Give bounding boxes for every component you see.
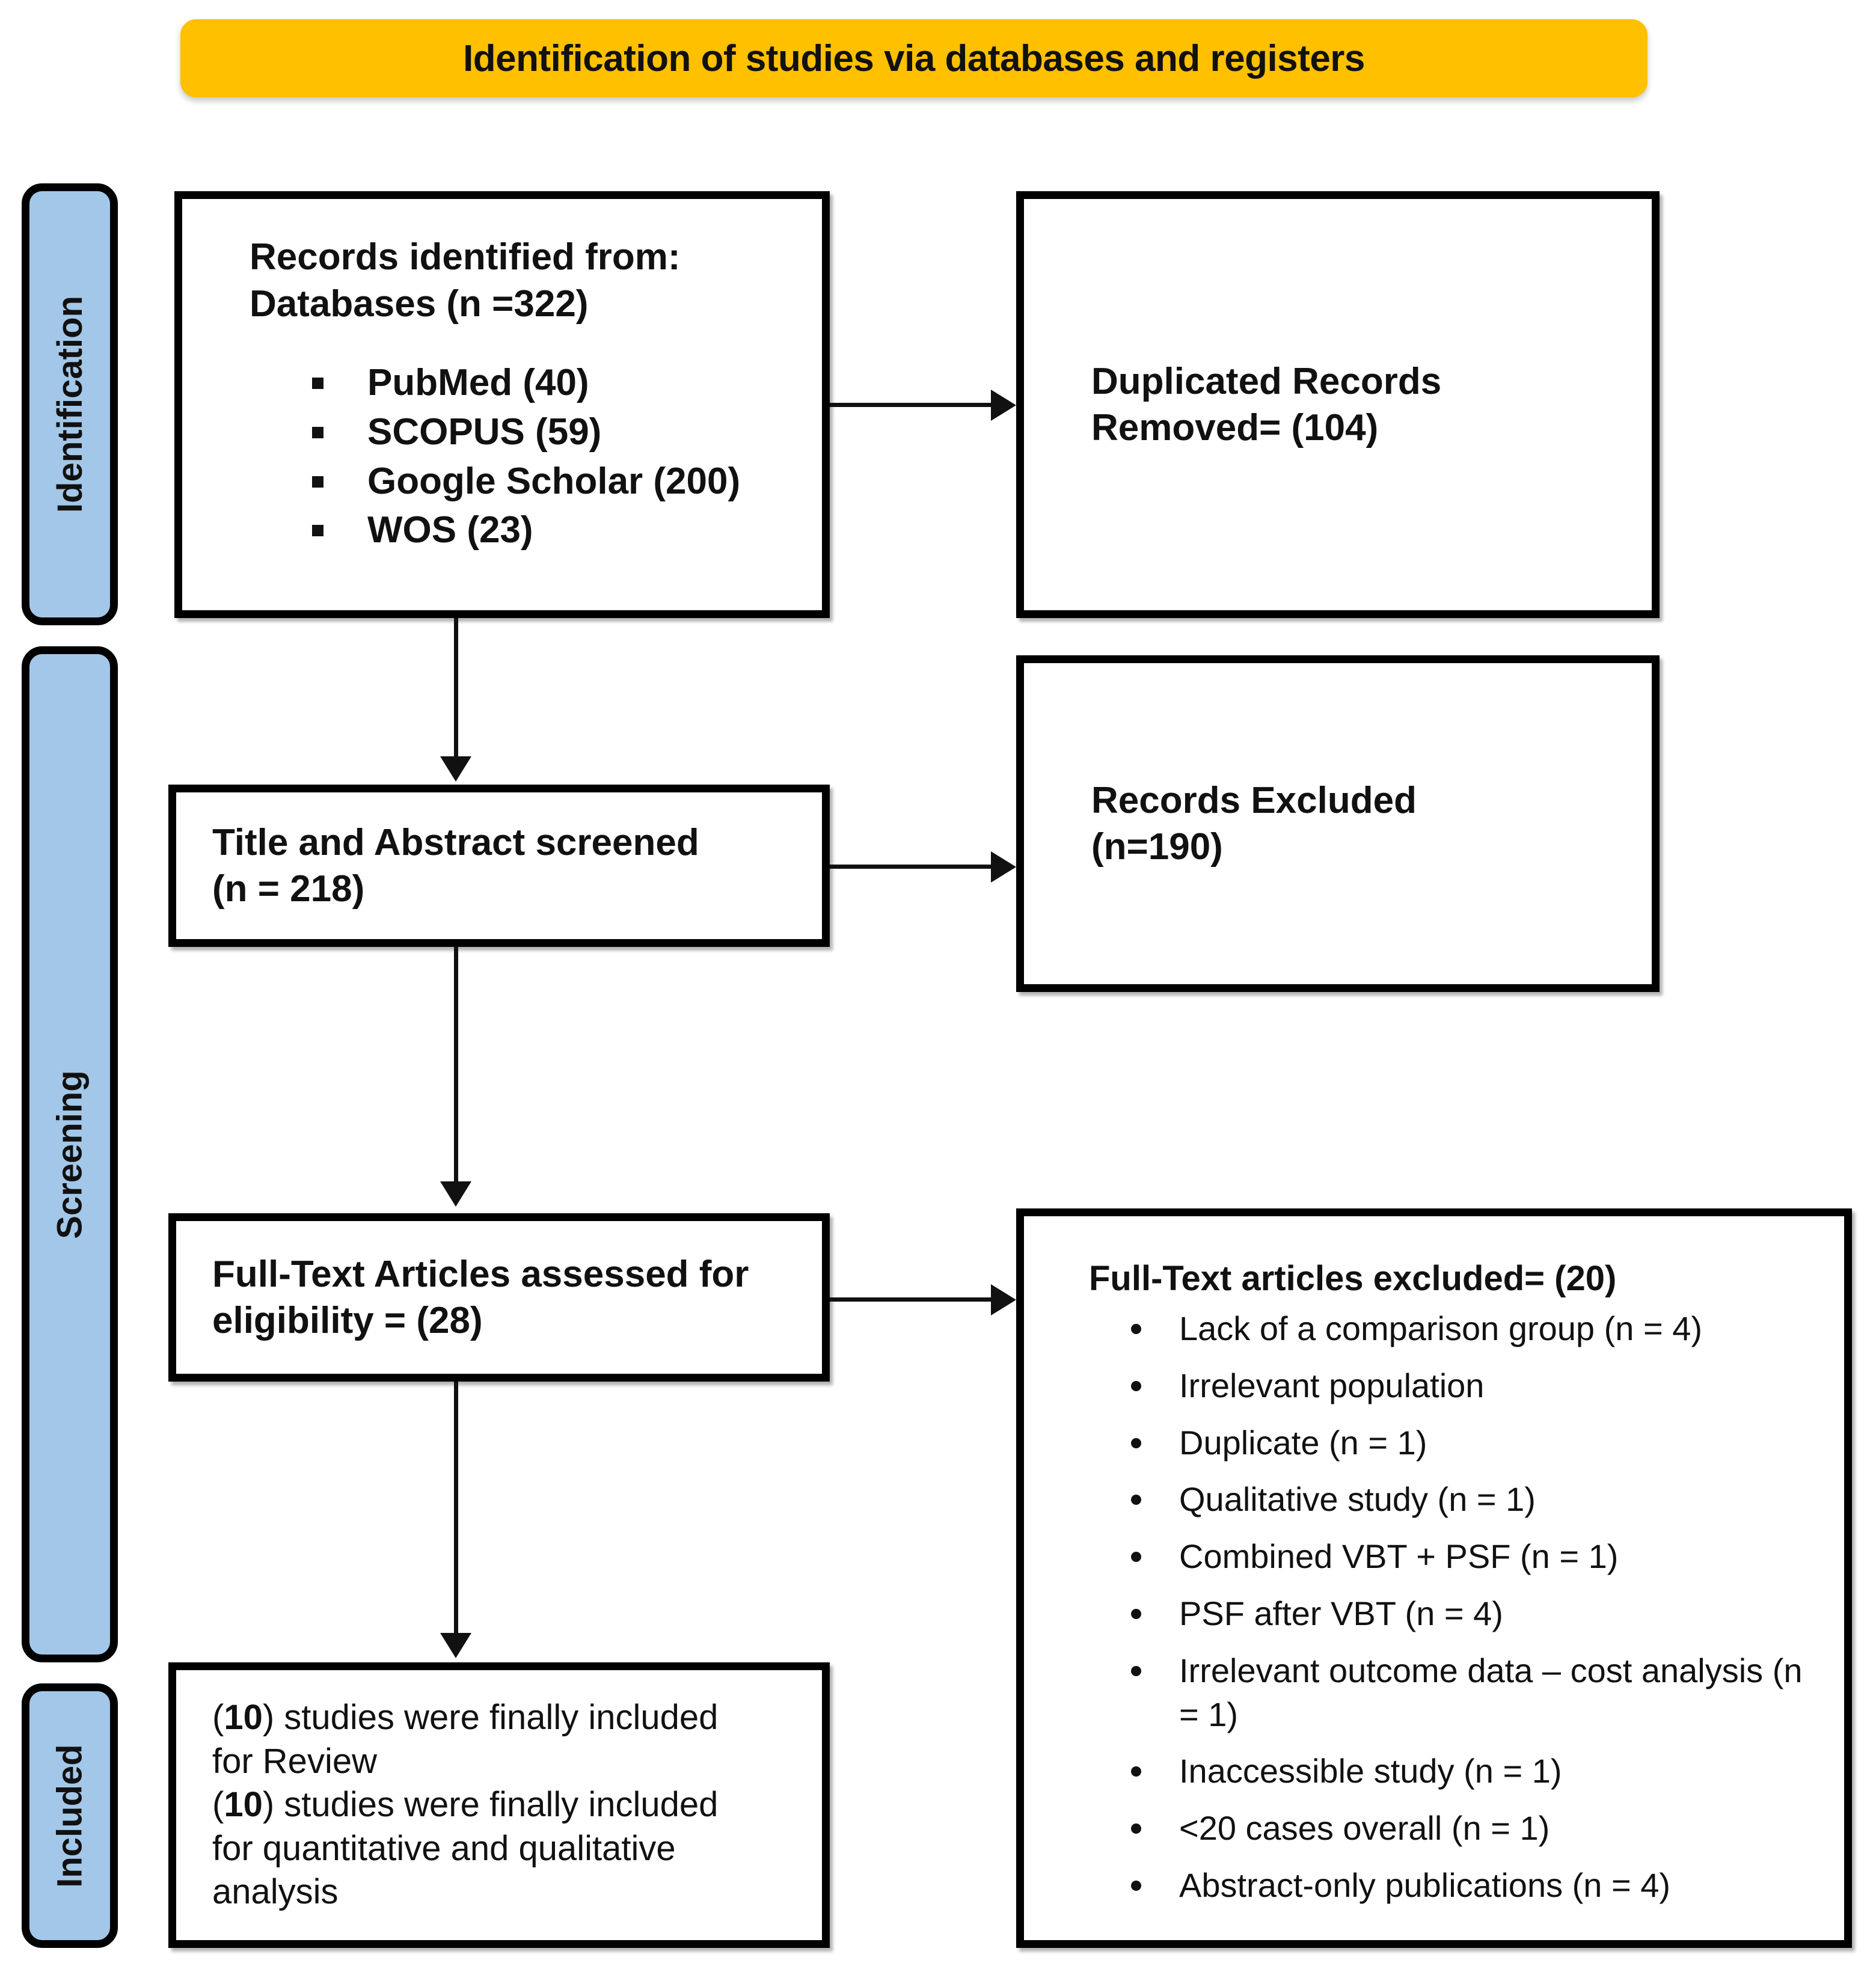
list-item: PSF after VBT (n = 4) — [1129, 1592, 1820, 1636]
arrowhead-down-screened — [440, 756, 471, 782]
node-records-identified: Records identified from: Databases (n =3… — [174, 191, 830, 618]
records-identified-line2: Databases (n =322) — [250, 283, 589, 325]
list-item: Google Scholar (200) — [312, 457, 822, 506]
list-item: <20 cases overall (n = 1) — [1129, 1807, 1820, 1851]
stage-tab-identification-label: Identification — [50, 296, 90, 513]
connector-fulltext-to-reasons — [830, 1297, 991, 1302]
included-count-2: 10 — [224, 1785, 263, 1825]
screened-line1: Title and Abstract screened — [212, 821, 699, 863]
connector-identified-to-duplicates — [830, 403, 991, 407]
stage-tab-screening-label: Screening — [50, 1070, 90, 1239]
list-item: Inaccessible study (n = 1) — [1129, 1750, 1820, 1793]
list-item: Irrelevant population — [1129, 1364, 1820, 1408]
node-fulltext-excluded-reasons: Full-Text articles excluded= (20) Lack o… — [1016, 1208, 1852, 1948]
included-count-1: 10 — [224, 1698, 263, 1738]
node-studies-included: (10) studies were finally included for R… — [168, 1662, 830, 1948]
stage-tab-included: Included — [22, 1683, 118, 1948]
database-source-list: PubMed (40) SCOPUS (59) Google Scholar (… — [250, 358, 822, 555]
arrowhead-down-included — [440, 1633, 471, 1658]
arrowhead-right-excluded — [991, 851, 1016, 883]
included-line2: for Review — [212, 1741, 377, 1781]
stage-tab-included-label: Included — [50, 1744, 90, 1888]
included-line1: (10) studies were finally included — [212, 1698, 719, 1738]
arrowhead-right-duplicates — [991, 390, 1016, 421]
included-line5: analysis — [212, 1872, 339, 1912]
node-fulltext-assessed: Full-Text Articles assessed for eligibil… — [168, 1213, 830, 1382]
list-item: WOS (23) — [312, 506, 822, 555]
included-line3: (10) studies were finally included — [212, 1785, 719, 1825]
included-line4: for quantitative and qualitative — [212, 1828, 676, 1868]
exclusion-reason-list: Lack of a comparison group (n = 4) Irrel… — [1089, 1307, 1820, 1921]
duplicates-line2: Removed= (104) — [1091, 407, 1379, 449]
node-title-abstract-screened: Title and Abstract screened (n = 218) — [168, 785, 830, 947]
stage-tab-identification: Identification — [22, 183, 118, 625]
duplicates-line1: Duplicated Records — [1091, 360, 1442, 402]
list-item: Combined VBT + PSF (n = 1) — [1129, 1535, 1820, 1579]
arrowhead-down-fulltext — [440, 1181, 471, 1207]
records-excluded-line1: Records Excluded — [1091, 779, 1417, 821]
connector-screened-to-fulltext — [454, 947, 458, 1181]
fulltext-line2: eligibility = (28) — [212, 1300, 483, 1341]
connector-screened-to-excluded — [830, 865, 991, 869]
list-item: Lack of a comparison group (n = 4) — [1129, 1307, 1820, 1351]
arrowhead-right-reasons — [991, 1284, 1016, 1315]
list-item: Irrelevant outcome data – cost analysis … — [1129, 1649, 1820, 1737]
fulltext-line1: Full-Text Articles assessed for — [212, 1253, 749, 1295]
stage-tab-screening: Screening — [22, 646, 118, 1662]
list-item: Duplicate (n = 1) — [1129, 1421, 1820, 1465]
records-excluded-line2: (n=190) — [1091, 826, 1223, 868]
diagram-header-banner: Identification of studies via databases … — [180, 19, 1648, 97]
screened-line2: (n = 218) — [212, 868, 365, 910]
records-identified-line1: Records identified from: — [250, 236, 681, 278]
included-line3-text: ) studies were finally included — [262, 1785, 719, 1825]
node-duplicated-records-removed: Duplicated Records Removed= (104) — [1016, 191, 1660, 618]
included-line1-text: ) studies were finally included — [262, 1698, 719, 1738]
connector-identified-to-screened — [454, 618, 458, 756]
list-item: Abstract-only publications (n = 4) — [1129, 1864, 1820, 1908]
connector-fulltext-to-included — [454, 1382, 458, 1633]
node-records-excluded: Records Excluded (n=190) — [1016, 655, 1660, 992]
diagram-title: Identification of studies via databases … — [463, 37, 1365, 79]
list-item: SCOPUS (59) — [312, 408, 822, 457]
list-item: PubMed (40) — [312, 358, 822, 408]
reasons-header: Full-Text articles excluded= (20) — [1089, 1259, 1617, 1298]
list-item: Qualitative study (n = 1) — [1129, 1478, 1820, 1522]
